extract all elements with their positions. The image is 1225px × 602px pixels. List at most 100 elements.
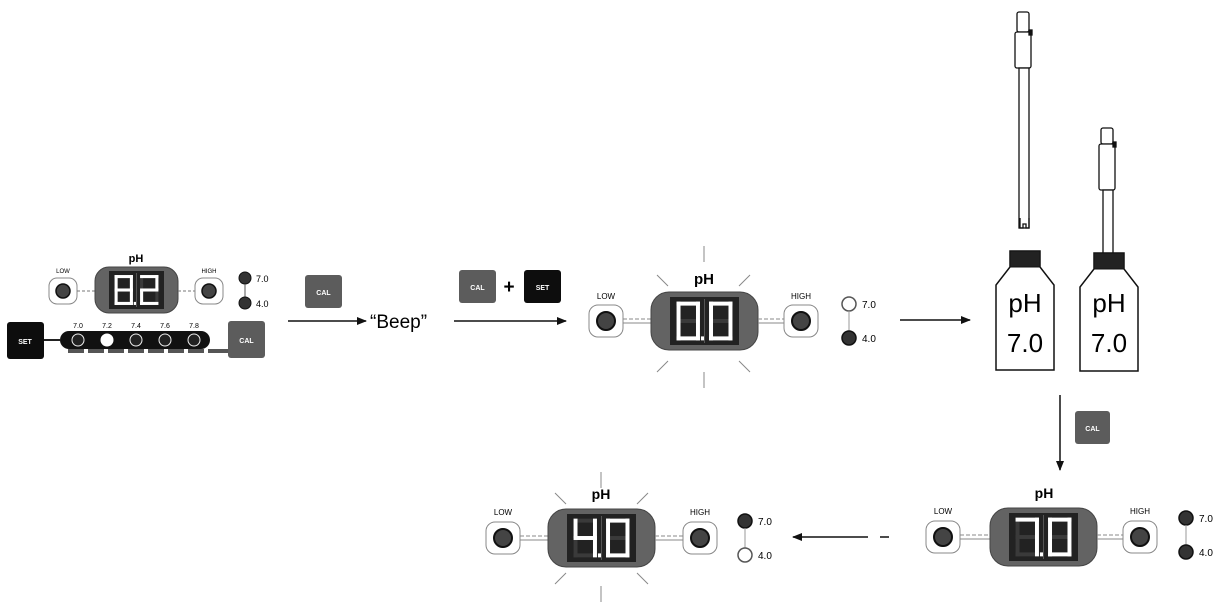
unlit-segment — [1015, 535, 1039, 539]
target-label-7-2: 7.2 — [102, 323, 112, 330]
set-button[interactable] — [524, 270, 561, 303]
lit-segment — [1067, 517, 1072, 537]
unlit-segment — [155, 290, 159, 305]
lit-segment — [606, 553, 630, 558]
set-button-label: SET — [18, 339, 32, 346]
ph-probe — [1014, 11, 1033, 229]
lit-segment — [114, 275, 118, 290]
decimal-point — [1039, 552, 1044, 557]
set-button[interactable] — [7, 322, 44, 359]
high-button-knob — [201, 283, 217, 299]
indicator-label-7-0: 7.0 — [1199, 514, 1213, 525]
unlit-segment — [709, 319, 733, 323]
bottle-label-ph: pH — [1008, 288, 1041, 318]
cal-button[interactable] — [459, 270, 496, 303]
lit-segment — [1048, 517, 1072, 522]
cal-button[interactable] — [1075, 411, 1110, 444]
indicator-7-0 — [238, 271, 252, 285]
lit-segment — [114, 275, 133, 279]
lit-segment — [676, 301, 700, 306]
decimal-point — [700, 336, 705, 341]
unlit-segment — [573, 553, 597, 558]
target-dot-7-0[interactable] — [71, 333, 85, 347]
target-label-7-4: 7.4 — [131, 323, 141, 330]
bottle-label-ph: pH — [1092, 288, 1125, 318]
panel-1-controller: pH LOW HIGH 7.0 4.0 SET 7. — [7, 253, 269, 359]
plus-sign: + — [503, 277, 514, 298]
flash-rays — [656, 246, 751, 388]
high-label: HIGH — [690, 508, 710, 517]
indicator-label-7-0: 7.0 — [256, 274, 269, 284]
lit-segment — [676, 336, 700, 341]
lit-segment — [709, 301, 733, 306]
lit-segment — [592, 518, 597, 538]
unlit-segment — [606, 536, 630, 540]
unlit-segment — [573, 518, 597, 523]
probe-in-bottle: pH 7.0 — [995, 11, 1055, 371]
target-dots — [71, 333, 201, 347]
target-dot-7-6[interactable] — [158, 333, 172, 347]
lit-segment — [1067, 537, 1072, 557]
indicator-label-4-0: 4.0 — [256, 299, 269, 309]
lit-segment — [695, 301, 700, 321]
lit-segment — [573, 536, 597, 540]
bottle-cap — [1093, 252, 1125, 270]
cal-button-label: CAL — [239, 338, 254, 345]
lit-segment — [140, 290, 144, 305]
lit-segment — [625, 538, 630, 558]
high-button-knob — [1130, 527, 1150, 547]
low-label: LOW — [56, 269, 70, 275]
bottle-label-value: 7.0 — [1007, 328, 1043, 358]
low-button-knob — [55, 283, 71, 299]
low-button-knob — [493, 528, 513, 548]
lit-segment — [114, 288, 133, 292]
lit-segment — [676, 321, 681, 341]
unlit-segment — [573, 538, 578, 558]
target-label-7-6: 7.6 — [160, 323, 170, 330]
indicator-7-0 — [841, 296, 857, 312]
lit-segment — [155, 275, 159, 290]
lit-segment — [606, 538, 611, 558]
indicator-4-0 — [238, 296, 252, 310]
unlit-segment — [1015, 537, 1020, 557]
ph-label: pH — [592, 486, 611, 502]
high-button-knob — [791, 311, 811, 331]
lit-segment — [606, 518, 630, 523]
indicator-label-4-0: 4.0 — [758, 551, 772, 562]
buffer-bottle: pH 7.0 — [995, 250, 1055, 371]
low-label: LOW — [934, 507, 953, 516]
indicator-7-0 — [737, 513, 753, 529]
target-ticks — [68, 349, 228, 353]
step-1: CAL “Beep” — [288, 275, 427, 333]
lit-segment — [728, 321, 733, 341]
lit-segment — [129, 290, 133, 305]
lit-segment — [129, 275, 133, 290]
target-dot-7-2[interactable] — [100, 333, 114, 347]
high-button-knob — [690, 528, 710, 548]
cal-button[interactable] — [305, 275, 342, 308]
lit-segment — [1034, 517, 1039, 537]
ph-probe — [1098, 127, 1117, 259]
step-2: CAL + SET — [454, 270, 567, 325]
cal-button-label: CAL — [1085, 426, 1100, 433]
target-dot-7-8[interactable] — [187, 333, 201, 347]
indicator-label-4-0: 4.0 — [862, 334, 876, 345]
digit-display — [1015, 515, 1072, 559]
high-label: HIGH — [791, 292, 811, 301]
bottle-label-value: 7.0 — [1091, 328, 1127, 358]
cal-button[interactable] — [228, 321, 265, 358]
unlit-segment — [1015, 552, 1039, 557]
cal-button-label: CAL — [316, 290, 331, 297]
ph-label: pH — [129, 253, 144, 265]
low-button-knob — [933, 527, 953, 547]
high-label: HIGH — [1130, 507, 1150, 516]
probe-in-bottle: pH 7.0 — [1079, 127, 1139, 372]
lit-segment — [140, 275, 159, 279]
lit-segment — [606, 518, 611, 538]
unlit-segment — [1048, 535, 1072, 539]
target-dot-7-4[interactable] — [129, 333, 143, 347]
panel-2-controller: pH LOW HIGH 7.0 4.0 — [588, 246, 876, 388]
set-button-label: SET — [536, 285, 550, 292]
ph-label: pH — [694, 271, 714, 288]
